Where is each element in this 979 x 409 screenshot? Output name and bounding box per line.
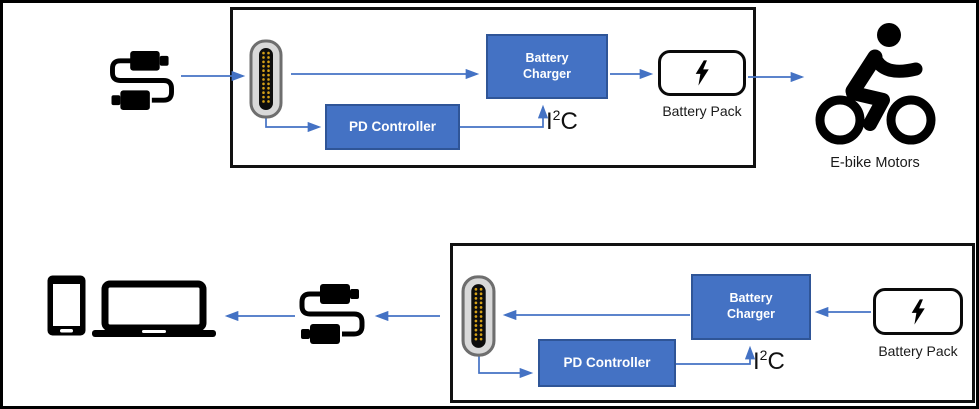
pd-controller-block-top: PD Controller	[325, 104, 460, 150]
pd-controller-label: PD Controller	[563, 354, 651, 370]
battery-charger-block-top: Battery Charger	[486, 34, 608, 99]
lightning-bolt-icon	[695, 60, 709, 86]
battery-pack-block-top	[658, 50, 746, 96]
laptop-icon	[92, 280, 216, 337]
usb-c-connector-icon-bottom	[461, 275, 496, 357]
i2c-base: I	[753, 348, 760, 375]
top-system-box	[230, 7, 756, 168]
battery-charger-label-line2: Charger	[523, 66, 571, 81]
i2c-label-top: I2C	[546, 107, 578, 135]
battery-pack-block-bottom	[873, 288, 963, 335]
usb-cable-icon	[110, 50, 174, 111]
battery-pack-label-top: Battery Pack	[662, 103, 742, 119]
pd-controller-label: PD Controller	[348, 118, 436, 134]
ebike-motors-label: E-bike Motors	[830, 155, 920, 171]
battery-charger-label-line1: Battery	[525, 50, 569, 65]
battery-charger-label-line1: Battery	[729, 291, 773, 306]
usb-cable-icon-bottom	[299, 284, 365, 344]
battery-pack-label-bottom: Battery Pack	[878, 343, 958, 359]
usb-c-connector-icon	[249, 39, 283, 119]
bottom-system-box	[450, 243, 975, 403]
i2c-sup: 2	[759, 347, 768, 363]
i2c-rest: C	[767, 348, 785, 375]
lightning-bolt-icon	[911, 298, 925, 325]
i2c-rest: C	[560, 108, 578, 135]
i2c-base: I	[546, 108, 553, 135]
pd-controller-block-bottom: PD Controller	[538, 339, 676, 387]
battery-charger-block-bottom: Battery Charger	[691, 274, 811, 340]
smartphone-icon	[47, 275, 86, 336]
ebike-rider-icon	[815, 23, 936, 145]
i2c-label-bottom: I2C	[753, 347, 785, 375]
i2c-sup: 2	[552, 107, 561, 123]
battery-charger-label-line2: Charger	[727, 307, 775, 321]
